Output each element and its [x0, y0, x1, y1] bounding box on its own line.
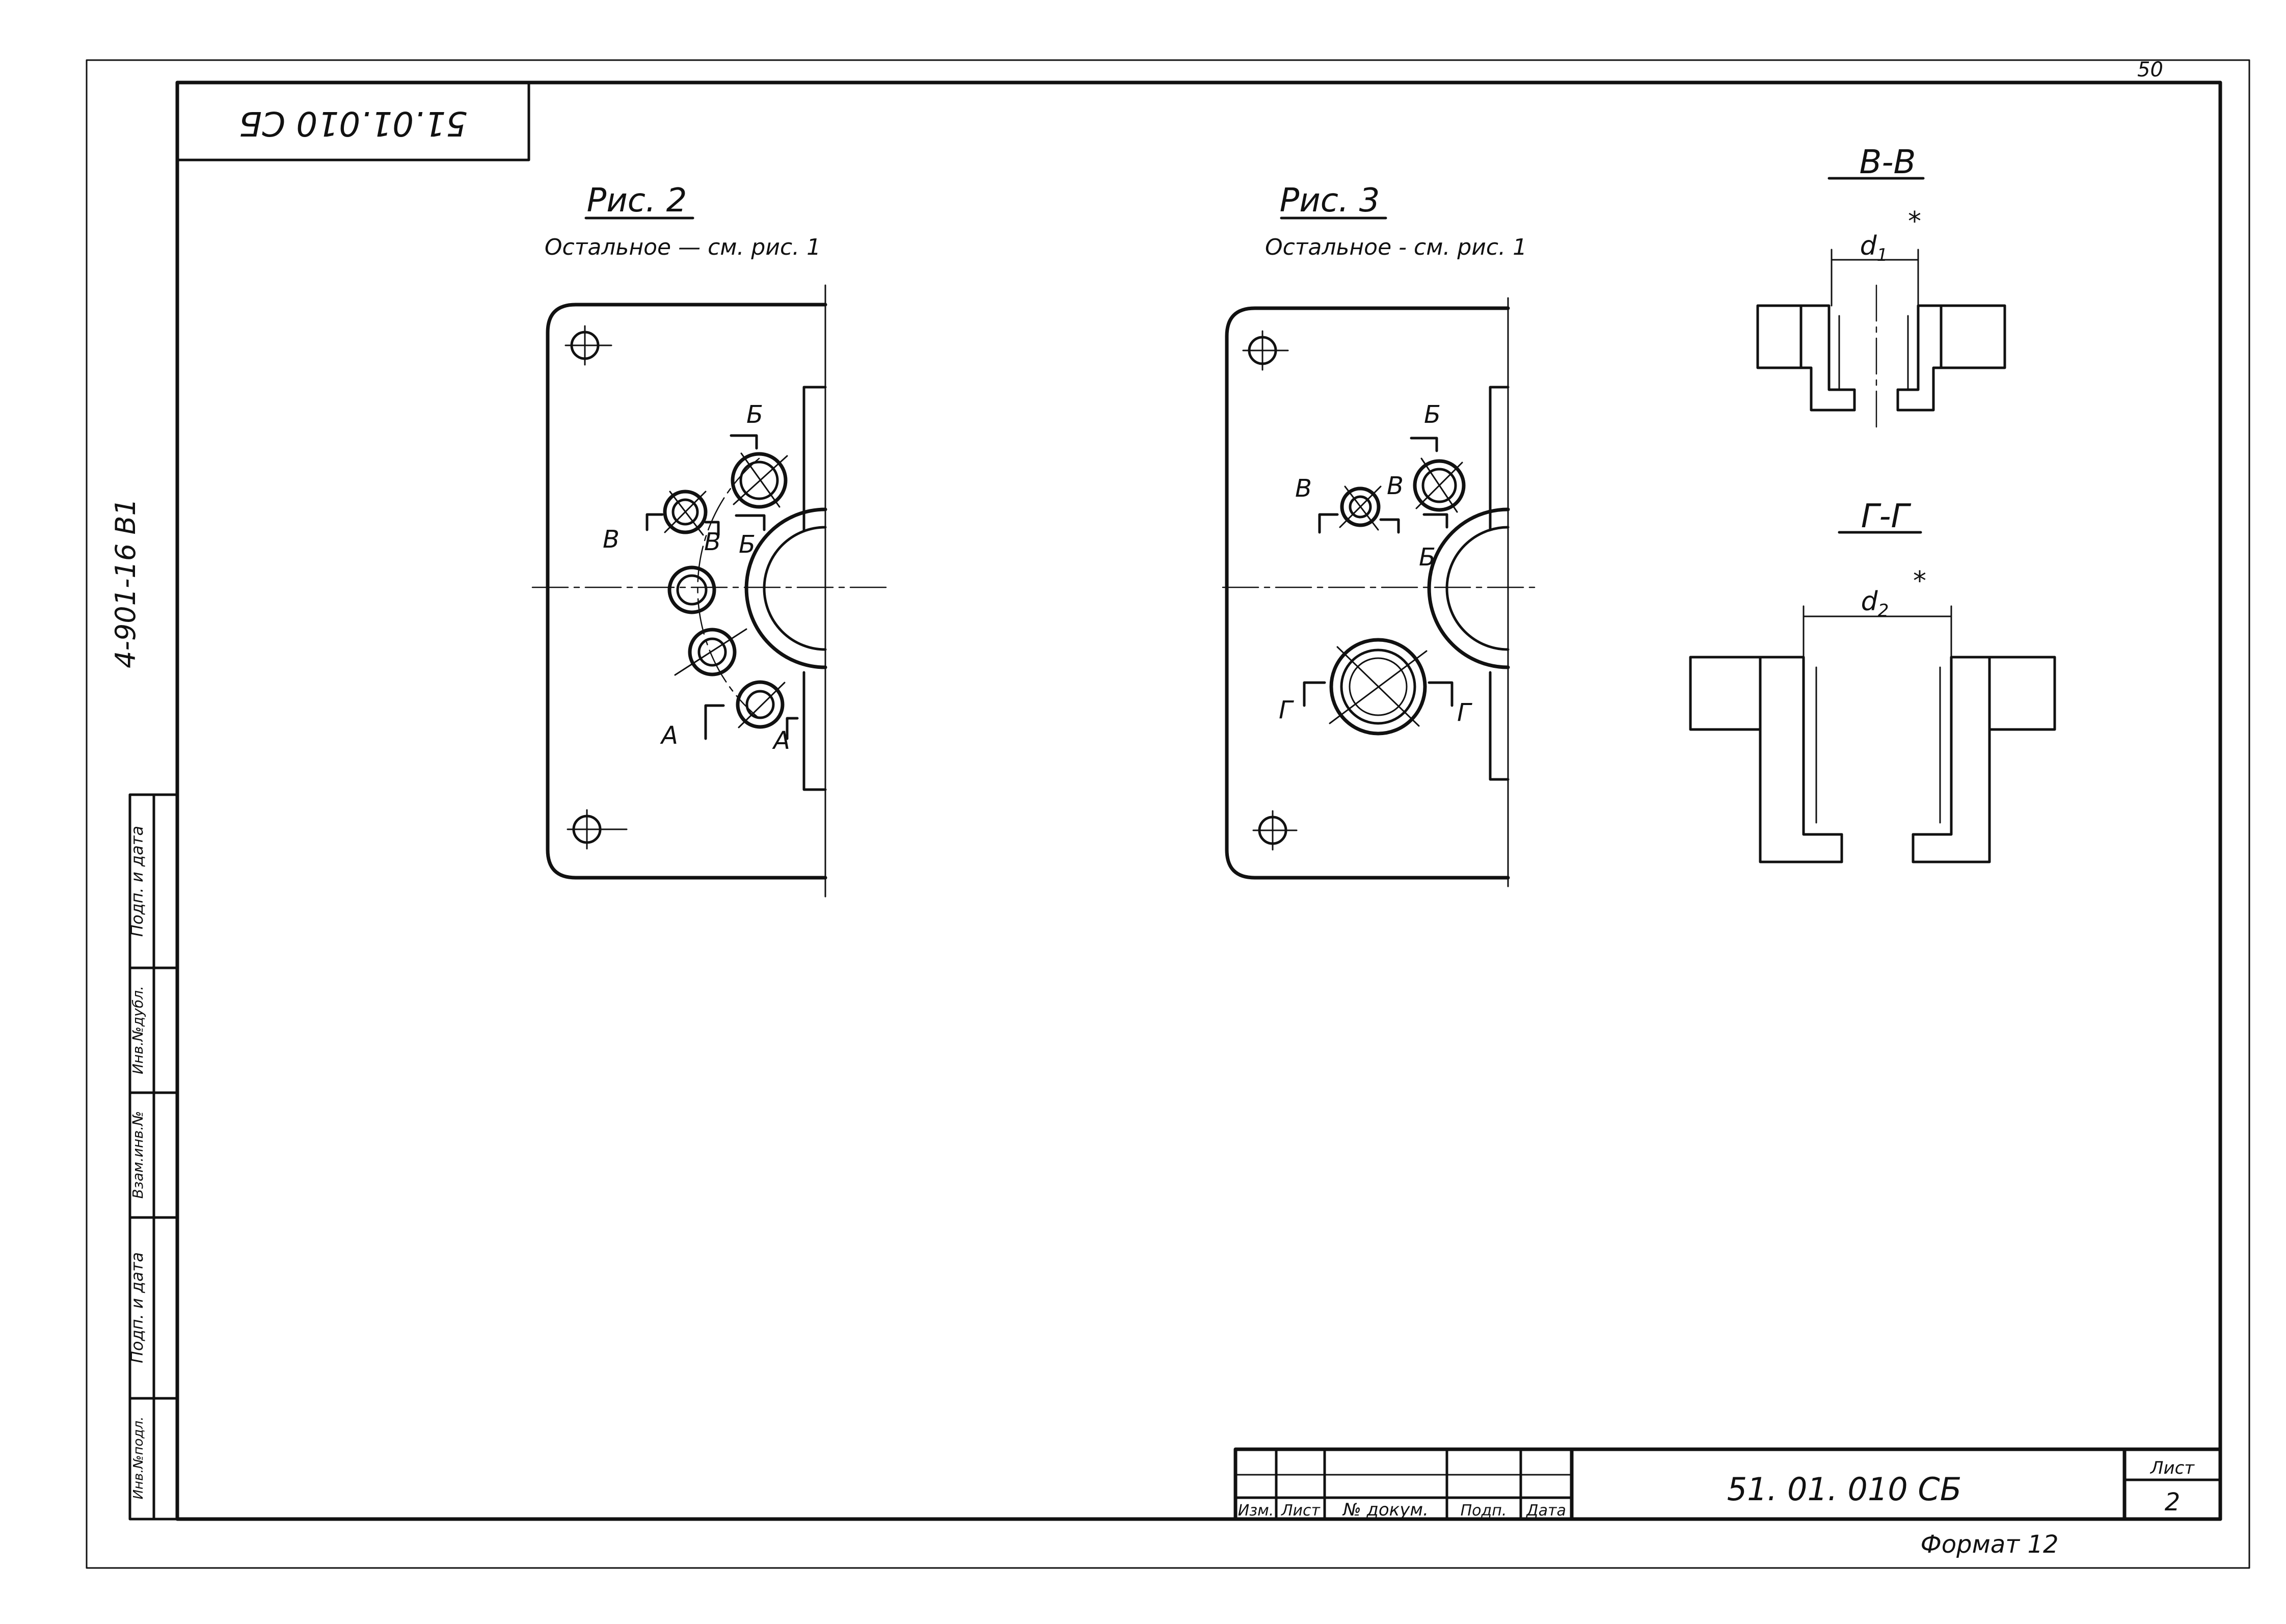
fig3-label-v1: В: [1295, 474, 1312, 503]
rotated-doc-code: 51.01.010 СБ: [239, 104, 467, 143]
section-gg-note: *: [1913, 566, 1926, 597]
fig3-boss-v: [1339, 485, 1382, 531]
fig3-boss-b: [1413, 457, 1466, 513]
fig2-mount-hole-top: [564, 325, 612, 366]
fig2-boss-lower: [674, 628, 747, 676]
title-col-doc: № докум.: [1342, 1500, 1429, 1520]
figure-3: Рис. 3 Остальное - см. рис. 1: [1222, 182, 1540, 887]
fig3-title: Рис. 3: [1280, 182, 1380, 220]
format-label: Формат 12: [1920, 1530, 2058, 1559]
section-vv-note: *: [1908, 206, 1921, 237]
sheet-corner-number: 50: [2137, 58, 2163, 82]
fig2-boss-v: [663, 490, 708, 536]
title-sheet-number: 2: [2165, 1488, 2181, 1517]
drawing-frame: [175, 80, 2222, 1521]
fig2-boss-b: [731, 452, 788, 509]
fig2-subtitle: Остальное — см. рис. 1: [545, 234, 821, 260]
section-gg-title: Г-Г: [1861, 498, 1912, 535]
fig3-boss-g: [1329, 638, 1428, 736]
title-col-date: Дата: [1525, 1502, 1566, 1520]
left-stamp: Инв.№подл. Подп. и дата Взам.инв.№ Инв.№…: [127, 793, 179, 1521]
title-block: Изм. Лист № докум. Подп. Дата 51. 01. 01…: [1233, 1447, 2222, 1521]
project-code: 4-901-16 В1: [110, 498, 142, 668]
fig3-mount-hole-bottom: [1252, 810, 1298, 851]
fig3-plate-outline: [1225, 306, 1510, 880]
title-col-izm: Изм.: [1238, 1502, 1274, 1520]
fig3-label-g2: Г: [1457, 698, 1472, 727]
title-sheet-label: Лист: [2149, 1458, 2195, 1478]
fig2-label-b1: Б: [746, 400, 763, 429]
stamp-cell-3: Взам.инв.№: [129, 1111, 146, 1199]
section-v-v: В-В d1 *: [1756, 144, 2006, 429]
title-col-sign: Подп.: [1461, 1502, 1507, 1520]
title-col-list: Лист: [1281, 1502, 1321, 1520]
rotated-code-box: [176, 81, 530, 161]
fig2-plate-outline: [546, 303, 827, 880]
fig3-label-g1: Г: [1279, 696, 1294, 724]
fig2-mount-hole-bottom: [567, 809, 628, 850]
title-doc-code: 51. 01. 010 СБ: [1727, 1471, 1962, 1508]
fig2-boss-a: [736, 680, 786, 729]
stamp-cell-1: Инв.№подл.: [131, 1417, 146, 1500]
stamp-cell-2: Подп. и дата: [127, 1252, 147, 1363]
fig2-boss-center: [667, 565, 716, 614]
fig2-label-b2: Б: [739, 530, 756, 559]
fig2-label-v2: В: [704, 528, 721, 556]
section-g-g: Г-Г d2 *: [1689, 498, 2056, 863]
outer-trim-frame: [86, 59, 2250, 1569]
fig2-title: Рис. 2: [587, 182, 687, 220]
fig2-label-v1: В: [603, 525, 620, 554]
stamp-cell-4: Инв.№дубл.: [129, 986, 146, 1074]
figure-2: Рис. 2 Остальное — см. рис. 1: [531, 182, 890, 898]
fig2-label-a1: А: [660, 721, 678, 750]
fig3-subtitle: Остальное - см. рис. 1: [1265, 234, 1527, 260]
fig3-label-v2: В: [1387, 472, 1404, 500]
fig3-label-b1: Б: [1424, 400, 1441, 429]
fig3-mount-hole-top: [1242, 330, 1289, 371]
stamp-cell-5: Подп. и дата: [127, 826, 147, 937]
section-vv-title: В-В: [1860, 144, 1916, 181]
fig2-label-a2: А: [772, 726, 790, 755]
fig3-label-b2: Б: [1419, 543, 1436, 572]
